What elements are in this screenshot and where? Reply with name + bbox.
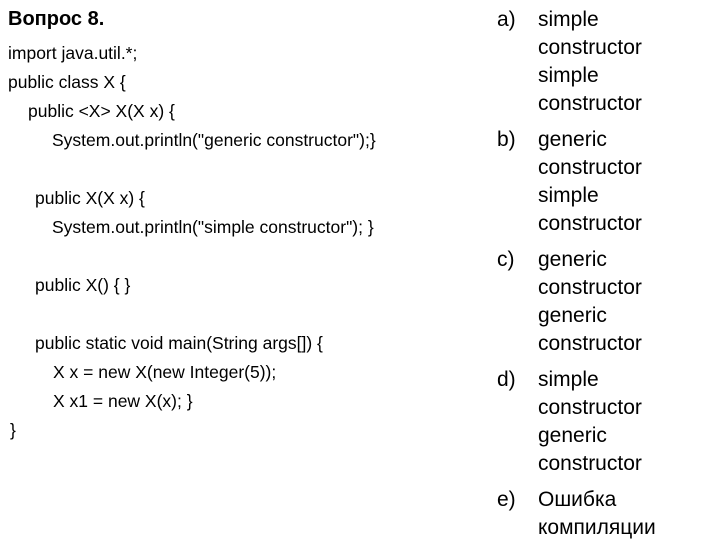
option-line: constructor [538,36,642,59]
option-line: constructor [538,452,642,475]
option-text: Ошибка компиляции [538,486,712,540]
option-d: d) simple constructor generic constructo… [497,366,712,478]
option-line: generic [538,248,607,271]
code-line: System.out.println("generic constructor"… [52,130,376,150]
code-line: } [10,420,16,440]
option-label: d) [497,368,516,391]
option-a: a) simple constructor simple constructor [497,6,712,118]
option-line: constructor [538,156,642,179]
option-label: a) [497,8,516,31]
question-panel: Вопрос 8. import java.util.*; public cla… [8,6,478,445]
option-line: constructor [538,212,642,235]
code-line-blank [8,242,478,271]
option-line: simple [538,184,599,207]
code-line: System.out.println("simple constructor")… [52,217,374,237]
code-block: import java.util.*; public class X { pub… [8,39,478,445]
code-line-blank [8,155,478,184]
option-line: Ошибка [538,488,617,511]
code-line: X x = new X(new Integer(5)); [53,362,277,382]
page-title: Вопрос 8. [8,8,105,30]
code-line: public X() { } [35,275,131,295]
option-label: b) [497,128,516,151]
code-line: public X(X x) { [35,188,145,208]
option-text: simple constructor simple constructor [538,6,712,118]
option-line: constructor [538,332,642,355]
option-text: generic constructor simple constructor [538,126,712,238]
option-line: компиляции [538,516,656,539]
option-text: simple constructor generic constructor [538,366,712,478]
code-line: public <X> X(X x) { [28,101,175,121]
option-c: c) generic constructor generic construct… [497,246,712,358]
code-line: public static void main(String args[]) { [35,333,323,353]
option-b: b) generic constructor simple constructo… [497,126,712,238]
option-line: generic [538,424,607,447]
option-line: generic [538,128,607,151]
option-line: constructor [538,396,642,419]
option-line: generic [538,304,607,327]
option-e: e) Ошибка компиляции [497,486,712,540]
code-line: X x1 = new X(x); } [53,391,193,411]
option-text: generic constructor generic constructor [538,246,712,358]
option-line: simple [538,368,599,391]
option-label: c) [497,248,515,271]
option-line: simple [538,64,599,87]
answer-options: a) simple constructor simple constructor… [497,6,712,540]
code-line-blank [8,300,478,329]
option-line: simple [538,8,599,31]
code-line: import java.util.*; [8,43,138,63]
option-line: constructor [538,92,642,115]
option-label: e) [497,488,516,511]
code-line: public class X { [8,72,126,92]
option-line: constructor [538,276,642,299]
